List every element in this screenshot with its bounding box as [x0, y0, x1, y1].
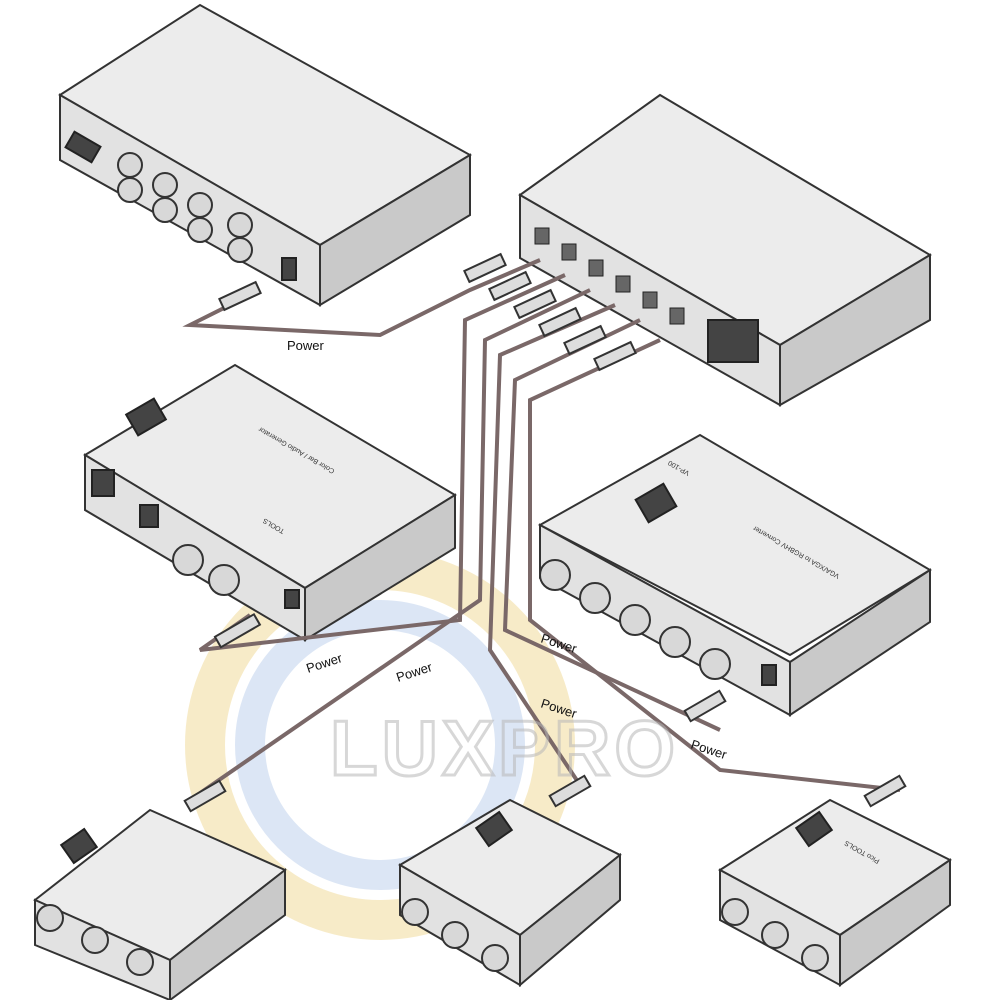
power-label-3: Power — [394, 659, 434, 685]
power-cables — [182, 258, 901, 802]
device-top-right — [518, 93, 932, 407]
device-color-bar-generator: Color Bar / Audio Generator TOOLS — [83, 363, 457, 642]
device-vga-converter: VGA/XGA to RGBHV Converter VP-100 — [537, 433, 932, 717]
watermark-text: LUXPRO — [330, 704, 679, 792]
cable-plugs — [183, 252, 907, 813]
power-label-1: Power — [287, 338, 325, 353]
power-label-6: Power — [689, 737, 729, 763]
power-label-2: Power — [304, 650, 344, 676]
device-pico-middle — [398, 798, 622, 988]
device-pico-right: Pico TOOLS — [718, 798, 952, 987]
device-pico-left — [33, 808, 287, 1000]
device-top-left — [58, 3, 472, 307]
